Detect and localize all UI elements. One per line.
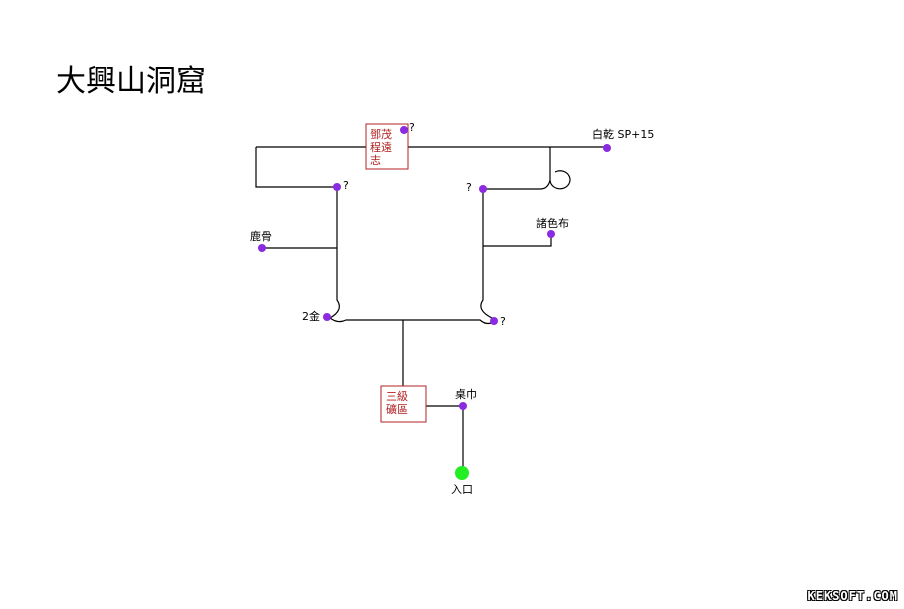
corridor-entrance	[426, 405, 464, 473]
label-zhuse: 諸色布	[536, 216, 569, 230]
label-baigan: 白乾 SP+15	[592, 127, 654, 141]
point-labels: ? 白乾 SP+15 ? ? 諸色布 鹿骨 2金 ? 桌巾	[250, 121, 654, 401]
corridor-left-loop	[255, 147, 337, 188]
npc-box-top-line3: 志	[370, 154, 381, 167]
point-right-upper	[479, 185, 487, 193]
corridor-right-vertical	[480, 189, 493, 319]
npc-box-bottom-line2: 礦區	[386, 402, 408, 416]
corridor-bottom	[329, 317, 497, 325]
label-lugu: 鹿骨	[250, 229, 272, 243]
label-left-upper: ?	[343, 179, 349, 192]
label-2jin: 2金	[302, 309, 320, 323]
label-right-lower: ?	[500, 315, 506, 328]
npc-box-bottom-line1: 三級	[386, 390, 408, 403]
npc-box-top-line2: 程遠	[370, 141, 392, 154]
map-points	[258, 126, 611, 410]
entrance-label: 入口	[451, 483, 473, 496]
npc-box-top: 鄧茂 程遠 志	[365, 123, 409, 170]
corridor-left-vertical	[329, 187, 340, 319]
npc-box-bottom: 三級 礦區	[380, 385, 427, 423]
point-lugu	[258, 244, 266, 252]
point-left-upper	[333, 183, 341, 191]
point-2jin	[323, 313, 331, 321]
label-top-box: ?	[409, 121, 415, 134]
label-zhuojin: 桌巾	[455, 387, 477, 401]
npc-box-top-line1: 鄧茂	[370, 127, 392, 141]
point-zhuojin	[459, 402, 467, 410]
point-top-box	[400, 126, 408, 134]
corridor-zhuse	[483, 234, 552, 247]
entrance-marker	[455, 466, 469, 480]
point-zhuse	[547, 230, 555, 238]
corridor-right-hook	[483, 147, 571, 190]
point-baigan	[603, 144, 611, 152]
map-title: 大興山洞窟	[56, 64, 206, 99]
watermark-logo: KEKSOFT.COM	[807, 589, 898, 603]
point-right-lower	[490, 317, 498, 325]
label-right-upper: ?	[466, 181, 472, 194]
